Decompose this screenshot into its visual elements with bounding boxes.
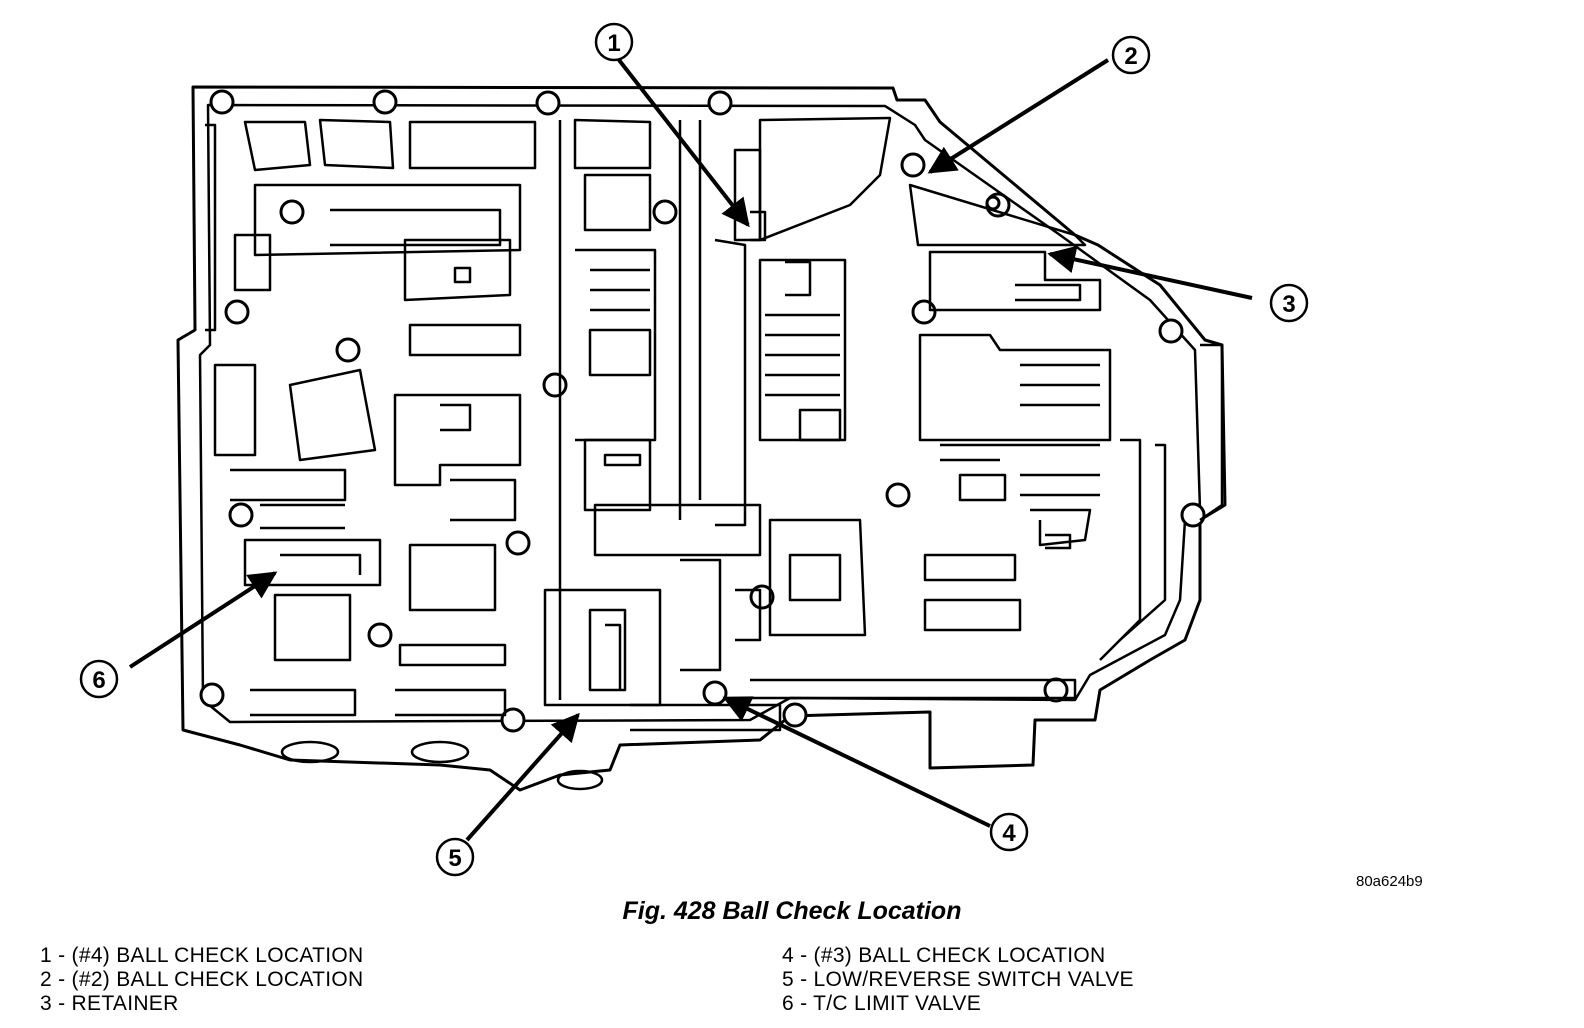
fluid-passages <box>205 116 1167 732</box>
callout-1: 1 <box>594 22 634 62</box>
callout-6: 6 <box>79 659 119 699</box>
callout-3-label: 3 <box>1282 291 1295 318</box>
port-bosses <box>280 343 1224 791</box>
arrow-3 <box>1047 245 1253 300</box>
drawing-code: 80a624b9 <box>1356 873 1423 890</box>
arrow-5 <box>465 712 580 842</box>
legend-left: 1 - (#4) BALL CHECK LOCATION 2 - (#2) BA… <box>40 944 363 1016</box>
legend-item: 6 - T/C LIMIT VALVE <box>782 992 982 1015</box>
callout-6-label: 6 <box>92 667 105 694</box>
callout-arrows <box>128 58 1253 842</box>
callout-4-label: 4 <box>1002 820 1016 847</box>
legend-item: 2 - (#2) BALL CHECK LOCATION <box>40 968 364 991</box>
callout-3: 3 <box>1269 283 1309 323</box>
callout-2: 2 <box>1111 35 1151 75</box>
arrow-4 <box>722 696 991 828</box>
figure-caption: Fig. 428 Ball Check Location <box>622 897 962 925</box>
legend-item: 3 - RETAINER <box>40 992 179 1015</box>
valve-body-casting <box>176 85 1227 792</box>
legend-item: 5 - LOW/REVERSE SWITCH VALVE <box>782 968 1134 991</box>
callout-5: 5 <box>435 837 475 877</box>
callout-2-label: 2 <box>1124 43 1137 70</box>
callout-4: 4 <box>989 812 1029 852</box>
callout-1-label: 1 <box>607 30 620 57</box>
legend-item: 4 - (#3) BALL CHECK LOCATION <box>782 944 1106 967</box>
callout-circles: 1 2 3 4 5 6 <box>79 22 1309 877</box>
callout-5-label: 5 <box>448 845 461 872</box>
legend-item: 1 - (#4) BALL CHECK LOCATION <box>40 944 364 967</box>
legend-right: 4 - (#3) BALL CHECK LOCATION 5 - LOW/REV… <box>782 944 1134 1016</box>
bolt-holes <box>199 89 1206 733</box>
arrow-1 <box>617 58 750 228</box>
arrow-6 <box>128 571 278 669</box>
arrow-2 <box>927 58 1110 174</box>
